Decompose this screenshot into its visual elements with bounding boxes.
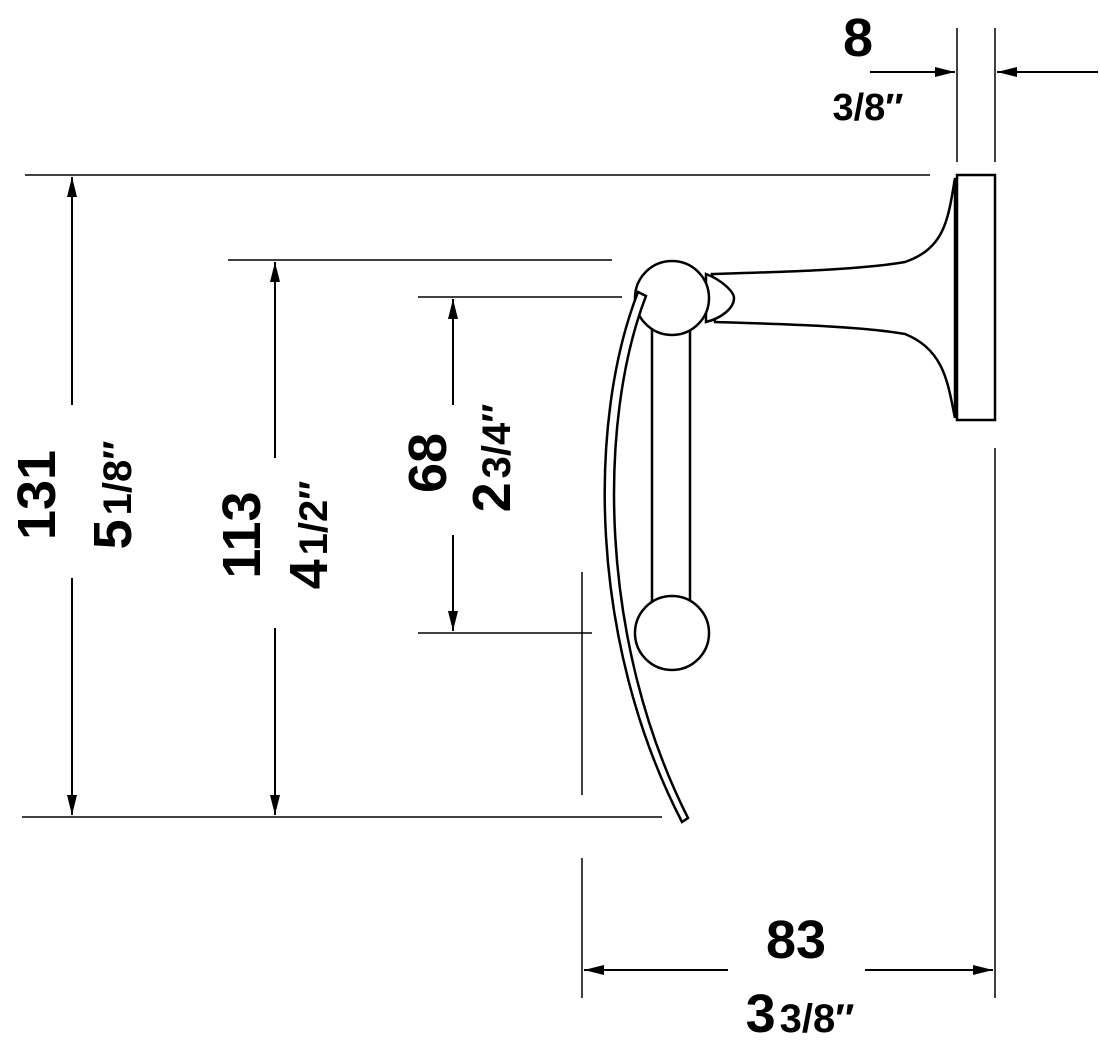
arm-height-metric: 113 bbox=[212, 491, 272, 578]
roll-span-imperial-group: 23/4″ bbox=[462, 404, 522, 513]
total-height-metric: 131 bbox=[7, 450, 67, 540]
product-outline bbox=[603, 173, 997, 824]
roll-span-imperial: 23/4″ bbox=[462, 404, 522, 513]
wall-thickness-imperial: 3/8″ bbox=[832, 87, 903, 129]
roll-span-metric: 68 bbox=[398, 433, 458, 493]
wall-plate bbox=[955, 173, 997, 422]
wall-thickness-metric: 8 bbox=[843, 8, 873, 68]
total-height-imperial-group: 51/8″ bbox=[83, 441, 143, 550]
holder-arm bbox=[710, 177, 957, 419]
arm-height-metric-group: 113 bbox=[212, 491, 272, 578]
dimension-arrows bbox=[67, 67, 1098, 975]
extension-lines bbox=[22, 28, 996, 998]
arm-height-imperial-group: 41/2″ bbox=[279, 481, 339, 590]
total-height-imperial: 51/8″ bbox=[83, 441, 143, 550]
total-height-metric-group: 131 bbox=[7, 450, 67, 540]
vertical-bar bbox=[650, 318, 692, 612]
cover-blade bbox=[603, 290, 690, 824]
arm-height-imperial: 41/2″ bbox=[279, 481, 339, 590]
projection-metric: 83 bbox=[766, 910, 826, 970]
bottom-ball bbox=[633, 594, 711, 672]
roll-span-metric-group: 68 bbox=[398, 433, 458, 493]
hub-cap bbox=[704, 272, 736, 324]
